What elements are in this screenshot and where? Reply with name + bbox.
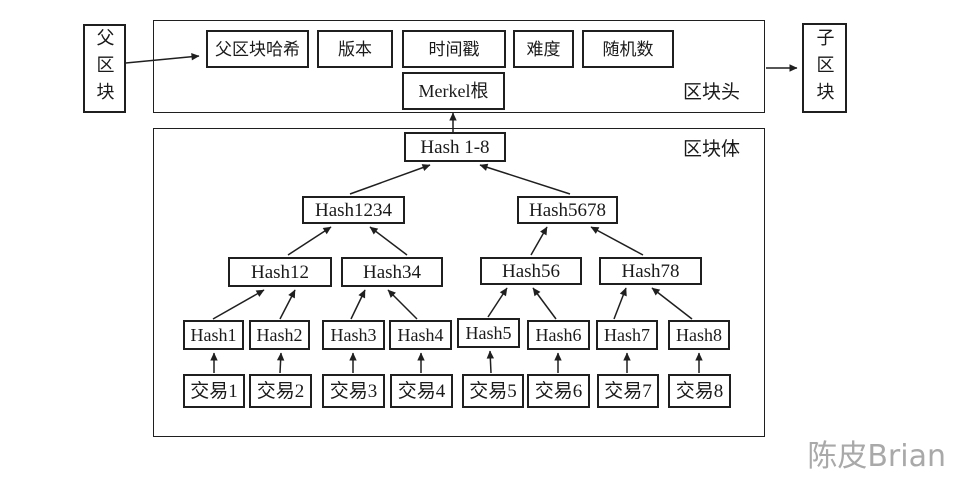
merkle-leaf-hash2: Hash2 [249, 320, 310, 350]
watermark-text: 陈皮Brian [807, 439, 946, 474]
child-block-box: 子区块 [802, 23, 847, 113]
transaction-box-6: 交易6 [527, 374, 590, 408]
field-nonce: 随机数 [582, 30, 674, 68]
merkle-node-hash12: Hash12 [228, 257, 332, 287]
merkle-node-hash56: Hash56 [480, 257, 582, 285]
merkle-leaf-hash4: Hash4 [389, 320, 452, 350]
merkle-node-hash18: Hash 1-8 [404, 132, 506, 162]
parent-block-box: 父区块 [83, 24, 126, 113]
field-version: 版本 [317, 30, 393, 68]
merkle-leaf-hash7: Hash7 [596, 320, 658, 350]
field-timestamp: 时间戳 [402, 30, 506, 68]
block-header-label: 区块头 [683, 82, 741, 103]
block-body-label: 区块体 [683, 139, 741, 160]
merkle-leaf-hash8: Hash8 [668, 320, 730, 350]
merkle-leaf-hash5: Hash5 [457, 318, 520, 348]
transaction-box-4: 交易4 [390, 374, 453, 408]
transaction-box-2: 交易2 [249, 374, 312, 408]
merkle-node-hash1234: Hash1234 [302, 196, 405, 224]
transaction-box-5: 交易5 [462, 374, 524, 408]
merkle-node-hash78: Hash78 [599, 257, 702, 285]
merkle-leaf-hash3: Hash3 [322, 320, 385, 350]
field-merkle-root: Merkel根 [402, 72, 505, 110]
field-difficulty: 难度 [513, 30, 574, 68]
field-parent-block-hash: 父区块哈希 [206, 30, 309, 68]
merkle-node-hash5678: Hash5678 [517, 196, 618, 224]
merkle-leaf-hash1: Hash1 [183, 320, 244, 350]
merkle-node-hash34: Hash34 [341, 257, 443, 287]
transaction-box-7: 交易7 [597, 374, 659, 408]
transaction-box-8: 交易8 [668, 374, 731, 408]
merkle-leaf-hash6: Hash6 [527, 320, 590, 350]
transaction-box-3: 交易3 [322, 374, 385, 408]
transaction-box-1: 交易1 [183, 374, 245, 408]
